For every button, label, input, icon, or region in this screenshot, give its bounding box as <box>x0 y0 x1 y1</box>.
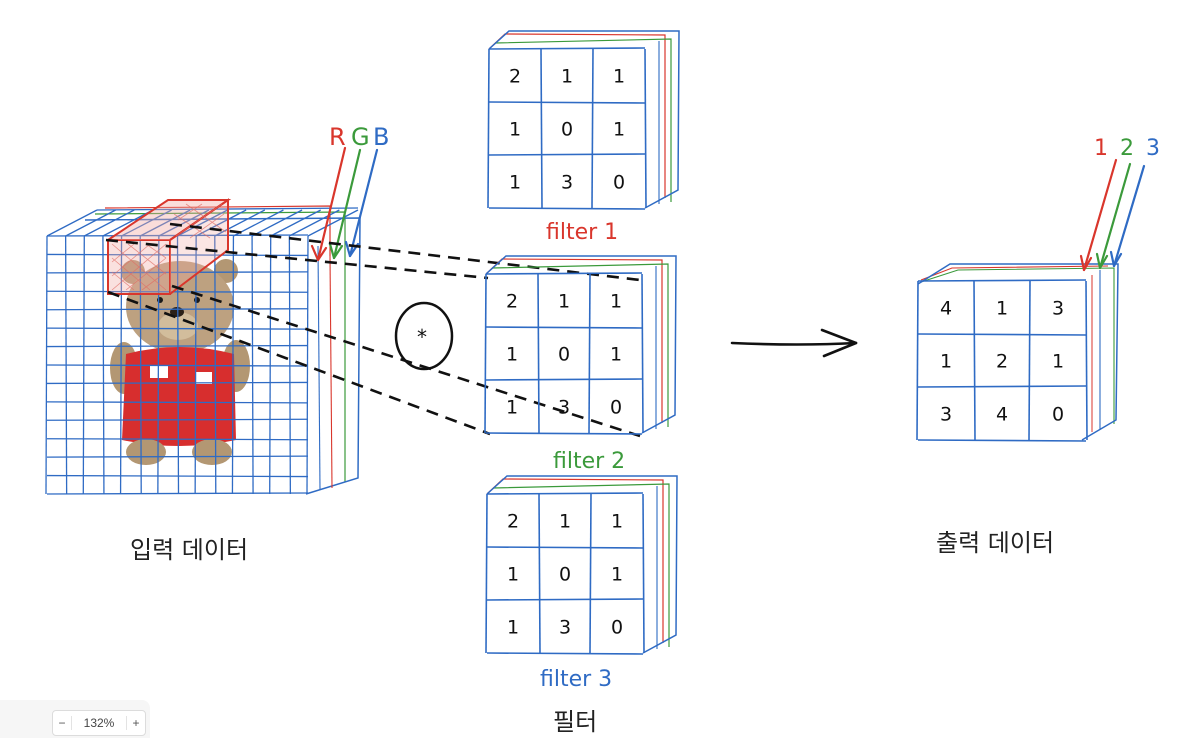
output-cell: 4 <box>940 298 952 320</box>
filter-cell: 0 <box>613 172 625 194</box>
rgb-label-b: B <box>373 123 389 151</box>
input-cube: R G B 입력 데이터 <box>45 123 389 564</box>
filter-cell: 2 <box>507 511 519 533</box>
filter-cell: 1 <box>558 291 570 313</box>
filter-label: filter 1 <box>546 220 618 245</box>
filter-2: 2 1 1 1 0 1 1 3 0 filter 2 <box>484 255 677 474</box>
filter-cell: 1 <box>559 511 571 533</box>
output-cell: 0 <box>1052 404 1064 426</box>
output-cell: 1 <box>996 298 1008 320</box>
channel-label-3: 3 <box>1146 136 1160 161</box>
filters-group: 2 1 1 1 0 1 1 3 0 filter 1 2 1 1 1 0 1 1 3 0 filter 2 2 1 1 1 0 1… <box>484 30 680 692</box>
filter-cell: 1 <box>610 291 622 313</box>
filter-cell: 1 <box>507 617 519 639</box>
filter-3: 2 1 1 1 0 1 1 3 0 filter 3 <box>485 475 678 692</box>
input-data-label: 입력 데이터 <box>130 536 248 564</box>
convolution-operator: * <box>394 301 454 371</box>
filter-cell: 3 <box>561 172 573 194</box>
zoom-control: − 132% + <box>52 710 146 736</box>
filter-label: filter 3 <box>540 667 612 692</box>
output-cell: 2 <box>996 351 1008 373</box>
filters-label: 필터 <box>553 708 597 736</box>
filter-cell: 0 <box>558 344 570 366</box>
filter-cell: 1 <box>509 119 521 141</box>
filter-cell: 0 <box>561 119 573 141</box>
filter-cell: 1 <box>506 344 518 366</box>
rgb-label-r: R <box>329 123 346 151</box>
receptive-field-highlight <box>107 198 232 295</box>
filter-cell: 1 <box>611 564 623 586</box>
filter-cell: 1 <box>611 511 623 533</box>
filter-cell: 1 <box>613 119 625 141</box>
rgb-label-g: G <box>351 123 370 151</box>
channel-arrows <box>1079 158 1146 272</box>
filter-cell: 2 <box>509 66 521 88</box>
filter-cell: 1 <box>561 66 573 88</box>
filter-cell: 1 <box>613 66 625 88</box>
filter-cell: 1 <box>610 344 622 366</box>
channel-label-1: 1 <box>1094 136 1108 161</box>
output-cell: 1 <box>940 351 952 373</box>
output-cell: 3 <box>1052 298 1064 320</box>
filter-cell: 1 <box>506 397 518 419</box>
convolution-symbol: * <box>417 325 427 349</box>
filter-cell: 1 <box>509 172 521 194</box>
filter-cell: 2 <box>506 291 518 313</box>
result-arrow <box>730 328 858 358</box>
output-data-label: 출력 데이터 <box>936 529 1054 557</box>
filter-cell: 0 <box>611 617 623 639</box>
filter-cell: 3 <box>559 617 571 639</box>
zoom-in-button[interactable]: + <box>132 716 140 730</box>
output-cell: 4 <box>996 404 1008 426</box>
output-cell: 1 <box>1052 351 1064 373</box>
filter-cell: 0 <box>610 397 622 419</box>
zoom-out-button[interactable]: − <box>58 716 66 730</box>
filter-cell: 1 <box>507 564 519 586</box>
filter-1: 2 1 1 1 0 1 1 3 0 filter 1 <box>487 30 680 245</box>
zoom-level: 132% <box>71 716 127 730</box>
output-grid: 4 1 3 1 2 1 3 4 0 <box>916 279 1088 442</box>
output-cell: 3 <box>940 404 952 426</box>
channel-label-2: 2 <box>1120 136 1134 161</box>
filter-cell: 0 <box>559 564 571 586</box>
filter-cell: 3 <box>558 397 570 419</box>
rgb-arrows <box>310 146 379 262</box>
filter-label: filter 2 <box>553 449 625 474</box>
